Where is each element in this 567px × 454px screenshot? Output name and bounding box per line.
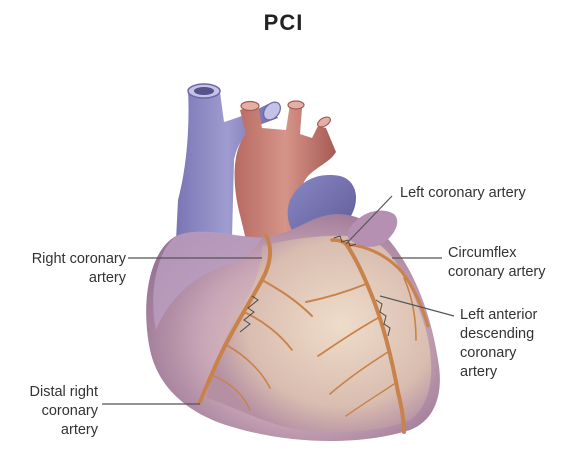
label-left-anterior-descending-coronary-artery: Left anterior descending coronary artery <box>460 306 537 382</box>
label-right-coronary-artery: Right coronary artery <box>8 250 126 288</box>
label-left-coronary-artery: Left coronary artery <box>400 184 526 203</box>
label-circumflex-coronary-artery: Circumflex coronary artery <box>448 244 546 282</box>
label-distal-right-coronary-artery: Distal right coronary artery <box>6 383 98 440</box>
